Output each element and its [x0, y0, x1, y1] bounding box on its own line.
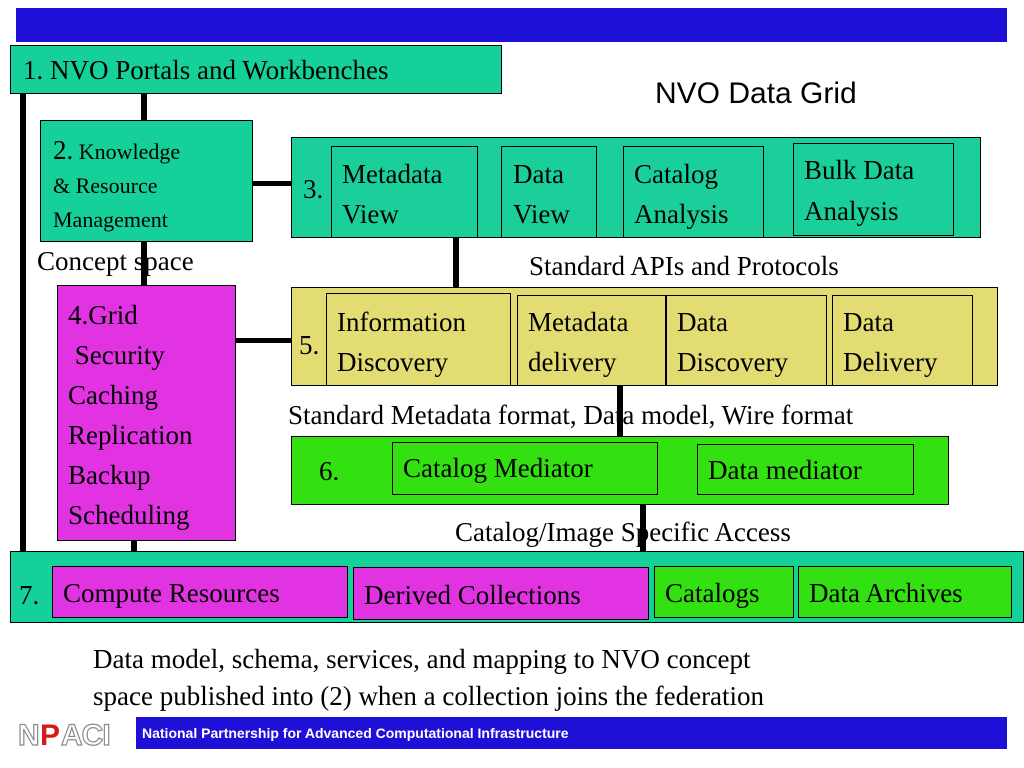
information-discovery-line2: Discovery	[337, 347, 448, 377]
svg-text:ACI: ACI	[61, 719, 110, 750]
catalog-analysis-box: Catalog Analysis	[623, 146, 764, 238]
data-archives-label: Data Archives	[809, 578, 963, 608]
knowledge-line3: Management	[53, 207, 168, 232]
information-discovery-box: Information Discovery	[326, 293, 511, 386]
note-line2: space published into (2) when a collecti…	[93, 681, 765, 711]
metadata-delivery-box: Metadata delivery	[517, 295, 666, 386]
grid-line-2: Security	[68, 340, 165, 370]
grid-services-box: 4.Grid Security Caching Replication Back…	[57, 285, 236, 541]
data-discovery-box: Data Discovery	[666, 295, 827, 386]
metadata-view-line1: Metadata	[342, 159, 443, 189]
data-view-line2: View	[513, 199, 570, 229]
top-banner	[16, 8, 1007, 42]
catalog-access-label: Catalog/Image Specific Access	[455, 517, 791, 547]
metadata-view-line2: View	[342, 199, 399, 229]
connector-2-3	[252, 181, 292, 186]
box2-line1: Knowledge	[78, 139, 181, 164]
data-archives-box: Data Archives	[798, 566, 1012, 618]
footer-banner: National Partnership for Advanced Comput…	[136, 717, 1007, 749]
nvo-portals-box: 1. NVO Portals and Workbenches	[10, 45, 502, 94]
data-view-line1: Data	[513, 159, 564, 189]
derived-collections-box: Derived Collections	[353, 567, 649, 620]
box2-number: 2.	[53, 135, 74, 165]
compute-resources-label: Compute Resources	[63, 578, 280, 608]
diagram-title: NVO Data Grid	[655, 77, 857, 110]
grid-line-6: Scheduling	[68, 500, 190, 530]
grid-line-3: Caching	[68, 380, 158, 410]
bulk-data-analysis-line2: Analysis	[804, 196, 899, 226]
nvo-portals-label: 1. NVO Portals and Workbenches	[23, 55, 389, 85]
metadata-delivery-line1: Metadata	[528, 307, 629, 337]
data-delivery-line2: Delivery	[843, 347, 938, 377]
data-delivery-line1: Data	[843, 307, 894, 337]
row5-number: 5.	[299, 330, 320, 360]
connector-6-7	[640, 505, 646, 553]
connector-3-5	[453, 238, 459, 288]
note-line1: Data model, schema, services, and mappin…	[93, 644, 751, 674]
metadata-delivery-line2: delivery	[528, 347, 617, 377]
data-discovery-line2: Discovery	[677, 347, 788, 377]
bulk-data-analysis-line1: Bulk Data	[804, 155, 915, 185]
connector-4-5	[234, 338, 292, 343]
metadata-view-box: Metadata View	[331, 146, 478, 238]
knowledge-line2: & Resource	[53, 173, 158, 198]
compute-resources-box: Compute Resources	[52, 566, 348, 618]
row6-number: 6.	[319, 456, 340, 486]
catalog-analysis-line1: Catalog	[634, 159, 718, 189]
data-discovery-line1: Data	[677, 307, 728, 337]
data-view-box: Data View	[501, 146, 597, 238]
connector-1-2	[141, 92, 147, 122]
grid-line-1: 4.Grid	[68, 300, 138, 330]
catalog-mediator-label: Catalog Mediator	[403, 453, 593, 483]
knowledge-line1: 2. Knowledge	[53, 135, 180, 167]
svg-text:N: N	[18, 719, 39, 750]
row3-number: 3.	[303, 174, 324, 204]
grid-line-5: Backup	[68, 460, 151, 490]
connector-5-6	[617, 385, 623, 437]
row7-number: 7.	[19, 580, 40, 610]
grid-line-4: Replication	[68, 420, 193, 450]
npaci-logo: N P ACI	[16, 716, 120, 752]
information-discovery-line1: Information	[337, 307, 466, 337]
data-mediator-label: Data mediator	[708, 455, 862, 485]
catalogs-box: Catalogs	[654, 566, 794, 618]
catalog-mediator-box: Catalog Mediator	[392, 442, 658, 495]
connector-4-7	[131, 540, 137, 554]
bulk-data-analysis-box: Bulk Data Analysis	[793, 143, 954, 236]
standard-metadata-label: Standard Metadata format, Data model, Wi…	[288, 400, 854, 430]
data-delivery-box: Data Delivery	[832, 295, 973, 386]
catalog-analysis-line2: Analysis	[634, 199, 729, 229]
standard-apis-label: Standard APIs and Protocols	[529, 251, 839, 281]
svg-text:P: P	[40, 719, 59, 750]
concept-space-label: Concept space	[37, 246, 194, 276]
data-mediator-box: Data mediator	[697, 444, 914, 495]
npaci-logo-icon: N P ACI	[17, 718, 111, 752]
derived-collections-label: Derived Collections	[364, 580, 581, 610]
connector-2-4	[141, 240, 147, 288]
knowledge-management-box: 2. Knowledge & Resource Management	[40, 120, 253, 242]
catalogs-label: Catalogs	[665, 578, 760, 608]
left-vertical-connector	[20, 90, 26, 552]
